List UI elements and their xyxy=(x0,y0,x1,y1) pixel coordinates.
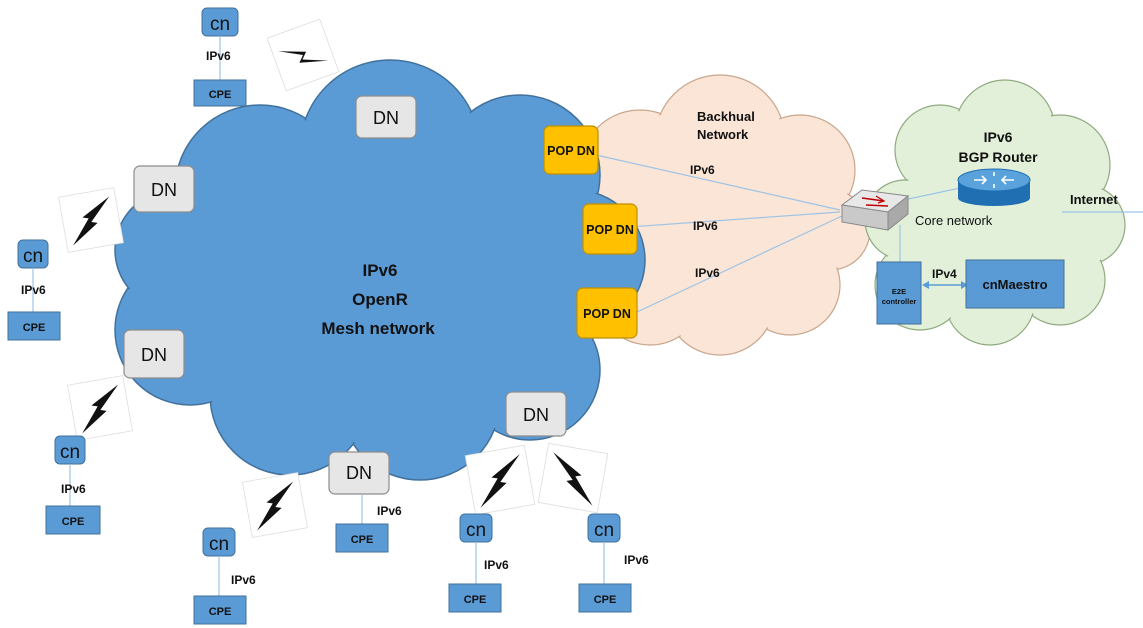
cnmaestro-label: cnMaestro xyxy=(982,277,1047,292)
cnmaestro-node: cnMaestro xyxy=(965,259,1065,309)
pop-link-label-1: IPv6 xyxy=(690,163,715,177)
dn-label: DN xyxy=(151,180,177,200)
dn-node: DN xyxy=(133,165,195,213)
cpe-node: CPE xyxy=(193,79,247,107)
dn-label: DN xyxy=(346,463,372,483)
ipv6-label: IPv6 xyxy=(61,482,86,496)
cpe-node: CPE xyxy=(193,595,247,625)
cn-node: cn xyxy=(54,435,86,465)
cpe-label: CPE xyxy=(594,594,617,606)
cn-node: cn xyxy=(459,513,493,543)
router-icon xyxy=(957,168,1031,206)
backhaul-label-2: Network xyxy=(697,127,749,142)
e2e-controller: E2E controller xyxy=(876,261,922,325)
cn-label: cn xyxy=(209,534,229,555)
cn-label: cn xyxy=(60,442,80,463)
internet-label: Internet xyxy=(1070,192,1118,207)
dn-node: DN xyxy=(355,95,417,139)
wireless-link-icon xyxy=(537,442,609,514)
cn-label: cn xyxy=(466,520,486,541)
pop-dn-label: POP DN xyxy=(586,223,634,237)
core-network-label: Core network xyxy=(915,213,993,228)
cpe-node: CPE xyxy=(335,523,389,553)
cn-node: cn xyxy=(587,513,621,543)
ipv6-label: IPv6 xyxy=(21,283,46,297)
cpe-node: CPE xyxy=(578,583,632,613)
dn-node: DN xyxy=(123,329,185,379)
wireless-link-icon xyxy=(242,472,308,538)
e2e-label-2: controller xyxy=(882,297,917,306)
mesh-label-1: IPv6 xyxy=(363,261,398,280)
cn-label: cn xyxy=(23,246,43,267)
core-label-2: BGP Router xyxy=(958,149,1038,165)
cpe-label: CPE xyxy=(464,594,487,606)
wireless-link-icon xyxy=(266,18,340,92)
cn-node: cn xyxy=(202,527,236,557)
cpe-node: CPE xyxy=(45,505,101,535)
pop-dn-label: POP DN xyxy=(583,307,631,321)
dn-node: DN xyxy=(505,391,567,437)
pop-dn-label: POP DN xyxy=(547,144,595,158)
pop-links xyxy=(595,154,1143,313)
cpe-label: CPE xyxy=(62,516,85,528)
pop-dn-node: POP DN xyxy=(582,203,638,255)
ipv6-label: IPv6 xyxy=(484,558,509,572)
ipv6-label: IPv6 xyxy=(231,573,256,587)
mesh-label-2: OpenR xyxy=(352,290,408,309)
pop-link-3 xyxy=(636,215,843,313)
core-cloud xyxy=(864,79,1126,346)
pop-link-label-3: IPv6 xyxy=(695,266,720,280)
dn-node: DN xyxy=(328,451,390,495)
pop-link-2 xyxy=(614,211,841,229)
cpe-label: CPE xyxy=(209,606,232,618)
cpe-label: CPE xyxy=(351,534,374,546)
ipv4-label: IPv4 xyxy=(932,267,957,281)
backhaul-label-1: Backhual xyxy=(697,109,755,124)
mesh-cloud xyxy=(114,59,646,481)
cn-node: cn xyxy=(17,239,49,269)
pop-dn-node: POP DN xyxy=(543,125,599,175)
cn-node: cn xyxy=(201,7,239,37)
pop-link-label-2: IPv6 xyxy=(693,219,718,233)
ipv4-link xyxy=(922,281,968,289)
wireless-link-icon xyxy=(464,444,536,516)
dn-label: DN xyxy=(523,405,549,425)
wireless-link-icon xyxy=(67,375,133,441)
ipv6-label: IPv6 xyxy=(206,49,231,63)
cpe-node: CPE xyxy=(448,583,502,613)
core-label-1: IPv6 xyxy=(984,129,1013,145)
cpe-node: CPE xyxy=(7,311,61,341)
wireless-link-icon xyxy=(58,187,124,253)
cn-label: cn xyxy=(210,14,230,35)
cn-label: cn xyxy=(594,520,614,541)
mesh-label-3: Mesh network xyxy=(321,319,435,338)
dn-label: DN xyxy=(141,345,167,365)
ipv6-label: IPv6 xyxy=(624,553,649,567)
ipv6-label: IPv6 xyxy=(377,504,402,518)
pop-link-1 xyxy=(595,154,841,211)
cpe-label: CPE xyxy=(209,89,232,101)
e2e-label-1: E2E xyxy=(892,287,906,296)
dn-label: DN xyxy=(373,108,399,128)
pop-dn-node: POP DN xyxy=(576,287,638,339)
switch-icon xyxy=(840,189,910,232)
cpe-label: CPE xyxy=(23,322,46,334)
